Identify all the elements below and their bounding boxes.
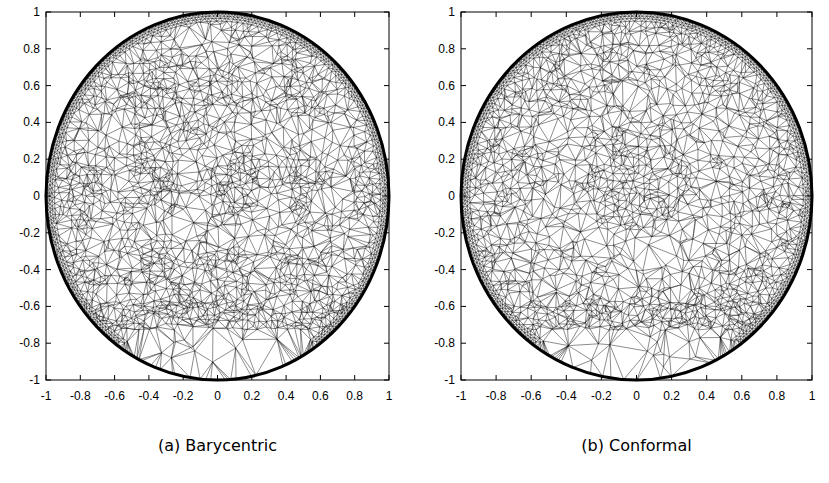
axis-tick-label: -0.2 [19,227,40,239]
axis-tick-label: 1 [809,390,816,402]
axis-tick-label: 0.6 [312,390,329,402]
axis-tick-label: 1 [386,390,393,402]
axis-tick-label: 1 [33,6,40,18]
axis-tick-label: -0.4 [19,264,40,276]
axis-tick-label: 1 [448,6,455,18]
axis-tick-label: -0.6 [521,390,542,402]
axis-tick-label: -0.2 [591,390,612,402]
axis-tick-label: -0.8 [434,337,455,349]
axis-tick-label: -0.8 [70,390,91,402]
axis-tick-label: 0.8 [438,43,455,55]
axis-tick-label: 0.2 [438,153,455,165]
axis-tick-label: 0.2 [663,390,680,402]
axis-tick-label: 0.4 [698,390,715,402]
axis-tick-label: 0.2 [23,153,40,165]
triangle-mesh [461,12,812,380]
axis-tick-label: 0.8 [346,390,363,402]
axis-tick-label: 0 [33,190,40,202]
axis-tick-label: -0.8 [19,337,40,349]
mesh-panel [461,12,812,380]
axis-tick-label: 0.6 [23,80,40,92]
axis-tick-label: -0.4 [434,264,455,276]
plot-frame [461,12,812,380]
axis-tick-label: 0.8 [23,43,40,55]
tick-marks [461,12,812,380]
axis-tick-label: 0.2 [243,390,260,402]
axis-tick-label: -0.4 [139,390,160,402]
axis-tick-label: -1 [29,374,40,386]
mesh-boundary [461,12,812,380]
mesh-boundary [46,12,389,380]
plot-frame [46,12,389,380]
triangle-mesh [46,12,389,380]
axis-tick-label: -1 [456,390,467,402]
axis-tick-label: -0.8 [486,390,507,402]
subfigure-caption: (a) Barycentric [158,438,277,454]
axis-tick-label: 0.4 [23,116,40,128]
axis-tick-label: -0.4 [556,390,577,402]
axis-tick-label: -0.2 [173,390,194,402]
mesh-panel [46,12,389,380]
axis-tick-label: -0.6 [104,390,125,402]
tick-marks [46,12,389,380]
axis-tick-label: -0.6 [434,300,455,312]
axis-tick-label: 0.6 [438,80,455,92]
axis-tick-label: 0 [448,190,455,202]
subfigure-caption: (b) Conformal [581,438,691,454]
axis-tick-label: 0 [633,390,640,402]
axis-tick-label: 0.8 [769,390,786,402]
axis-tick-label: -1 [444,374,455,386]
axis-tick-label: -0.6 [19,300,40,312]
axis-tick-label: -0.2 [434,227,455,239]
axis-tick-label: 0.4 [278,390,295,402]
axis-tick-label: 0.4 [438,116,455,128]
axis-tick-label: -1 [41,390,52,402]
axis-tick-label: 0 [214,390,221,402]
axis-tick-label: 0.6 [733,390,750,402]
